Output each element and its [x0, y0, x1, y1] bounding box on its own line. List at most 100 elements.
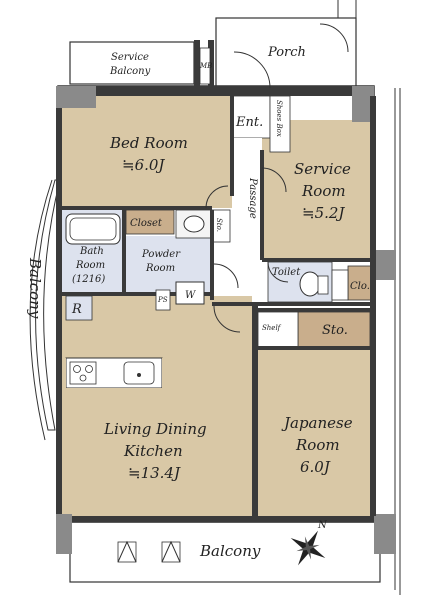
pillar-bottom-right — [374, 514, 396, 554]
small-sto-label: Sto. — [215, 218, 223, 232]
stove — [69, 361, 97, 385]
pillar-bottom-left — [56, 514, 72, 554]
ldk-door-swing — [213, 305, 241, 333]
shelf-label: Shelf — [262, 324, 282, 332]
wall-bath-bottom — [62, 292, 212, 296]
toilet-door-swing — [267, 261, 289, 283]
bath-room-name: Bath — [79, 246, 104, 257]
powder-door-swing — [213, 263, 239, 289]
pillar-right-mid — [374, 250, 396, 280]
wall-mb-2 — [208, 40, 214, 88]
entrance-label: Ent. — [235, 115, 263, 130]
compass-minor-1 — [307, 544, 320, 550]
storage — [297, 311, 371, 349]
sto-label: Sto. — [322, 323, 348, 338]
wall-bath-right — [122, 210, 126, 294]
ldk — [62, 388, 252, 520]
wall-bed-bottom — [62, 206, 212, 210]
compass-n-label: N — [317, 520, 328, 531]
wall-right — [370, 96, 376, 516]
burner-3 — [79, 374, 87, 382]
toilet-bowl — [299, 271, 321, 297]
service-door-swing — [261, 167, 287, 193]
bed-room-name: Bed Room — [109, 134, 188, 152]
mb-label: MB — [199, 62, 212, 70]
ac-unit-1-x — [117, 540, 137, 563]
wall-jroom-top — [256, 346, 372, 350]
wall-service-bottom — [262, 258, 374, 262]
washer-box — [175, 281, 205, 305]
refrigerator-label: R — [71, 302, 82, 317]
bath-room-size: (1216) — [72, 274, 105, 285]
closet — [125, 209, 175, 235]
bathtub — [65, 213, 121, 245]
washbasin — [183, 215, 205, 233]
wall-service-left — [260, 150, 264, 260]
wall-sto-left — [256, 308, 372, 312]
left-balcony-outline-outer — [29, 179, 53, 441]
japanese-room — [258, 350, 370, 516]
bed-door-swing — [205, 185, 229, 209]
powder-room-name-2: Room — [145, 263, 175, 274]
compass-minor-3 — [296, 546, 309, 552]
wall-top — [96, 86, 352, 96]
ps-box — [155, 289, 171, 311]
japanese-room-name: Japanese — [281, 414, 353, 432]
compass-rose — [290, 530, 326, 566]
powder-room-name: Powder — [141, 249, 181, 260]
ldk-name-2: Kitchen — [123, 442, 183, 460]
mb-box — [199, 47, 211, 85]
ldk-name: Living Dining — [103, 420, 207, 438]
toilet-tank — [317, 275, 329, 295]
sink-drain — [137, 373, 141, 377]
burner-1 — [73, 365, 81, 373]
japanese-room-size: 6.0J — [300, 458, 331, 476]
washer-label: W — [185, 290, 196, 301]
compass-minor-4 — [304, 536, 310, 549]
clo-label: Clo. — [350, 281, 370, 292]
japanese-room-name-2: Room — [295, 436, 340, 454]
bath-room-name-2: Room — [75, 260, 105, 271]
wall-powder-right — [210, 210, 214, 300]
compass-minor-2 — [306, 547, 312, 560]
wall-ldk-right — [252, 306, 258, 518]
pillar-top-right — [352, 86, 374, 122]
balcony-bottom-label: Balcony — [199, 542, 261, 560]
ac-unit-1 — [117, 541, 137, 563]
wall-bottom — [72, 516, 374, 522]
passage-area — [232, 138, 262, 298]
porch-door-swing — [319, 23, 349, 53]
pillar-top-left — [56, 86, 96, 108]
service-balcony-area — [69, 41, 195, 85]
wall-left — [56, 108, 62, 514]
ps-label: PS — [157, 296, 168, 304]
burner-2 — [85, 365, 93, 373]
service-balcony-label: Service — [111, 52, 149, 63]
bathtub-inner — [69, 217, 117, 241]
refrigerator-box — [65, 295, 93, 321]
service-room-name: Service — [294, 160, 351, 178]
shelf-area — [257, 311, 299, 349]
left-balcony-outline — [35, 179, 61, 431]
ac-unit-2 — [161, 541, 181, 563]
service-room-name-2: Room — [301, 182, 346, 200]
small-cabinet — [331, 269, 349, 301]
bed-room — [62, 96, 232, 208]
wall-passage-bottom — [212, 302, 372, 306]
service-room-size: ≒5.2J — [302, 204, 345, 222]
balcony-left-label: Balcony — [26, 257, 44, 319]
ldk-size: ≒13.4J — [128, 464, 181, 482]
porch-area — [215, 17, 357, 89]
passage-label: Passage — [247, 177, 258, 219]
bed-room-size: ≒6.0J — [122, 156, 165, 174]
wall-bed-right — [230, 96, 234, 196]
ldk-left-strip — [62, 358, 66, 388]
porch-label: Porch — [267, 45, 306, 60]
shoes-box-label: Shoes Box — [275, 100, 283, 137]
toilet-label: Toilet — [272, 267, 301, 278]
closet-label: Closet — [130, 218, 163, 229]
wall-mb — [194, 40, 200, 88]
service-balcony-label-2: Balcony — [109, 66, 151, 77]
entrance-door-swing — [233, 51, 271, 89]
